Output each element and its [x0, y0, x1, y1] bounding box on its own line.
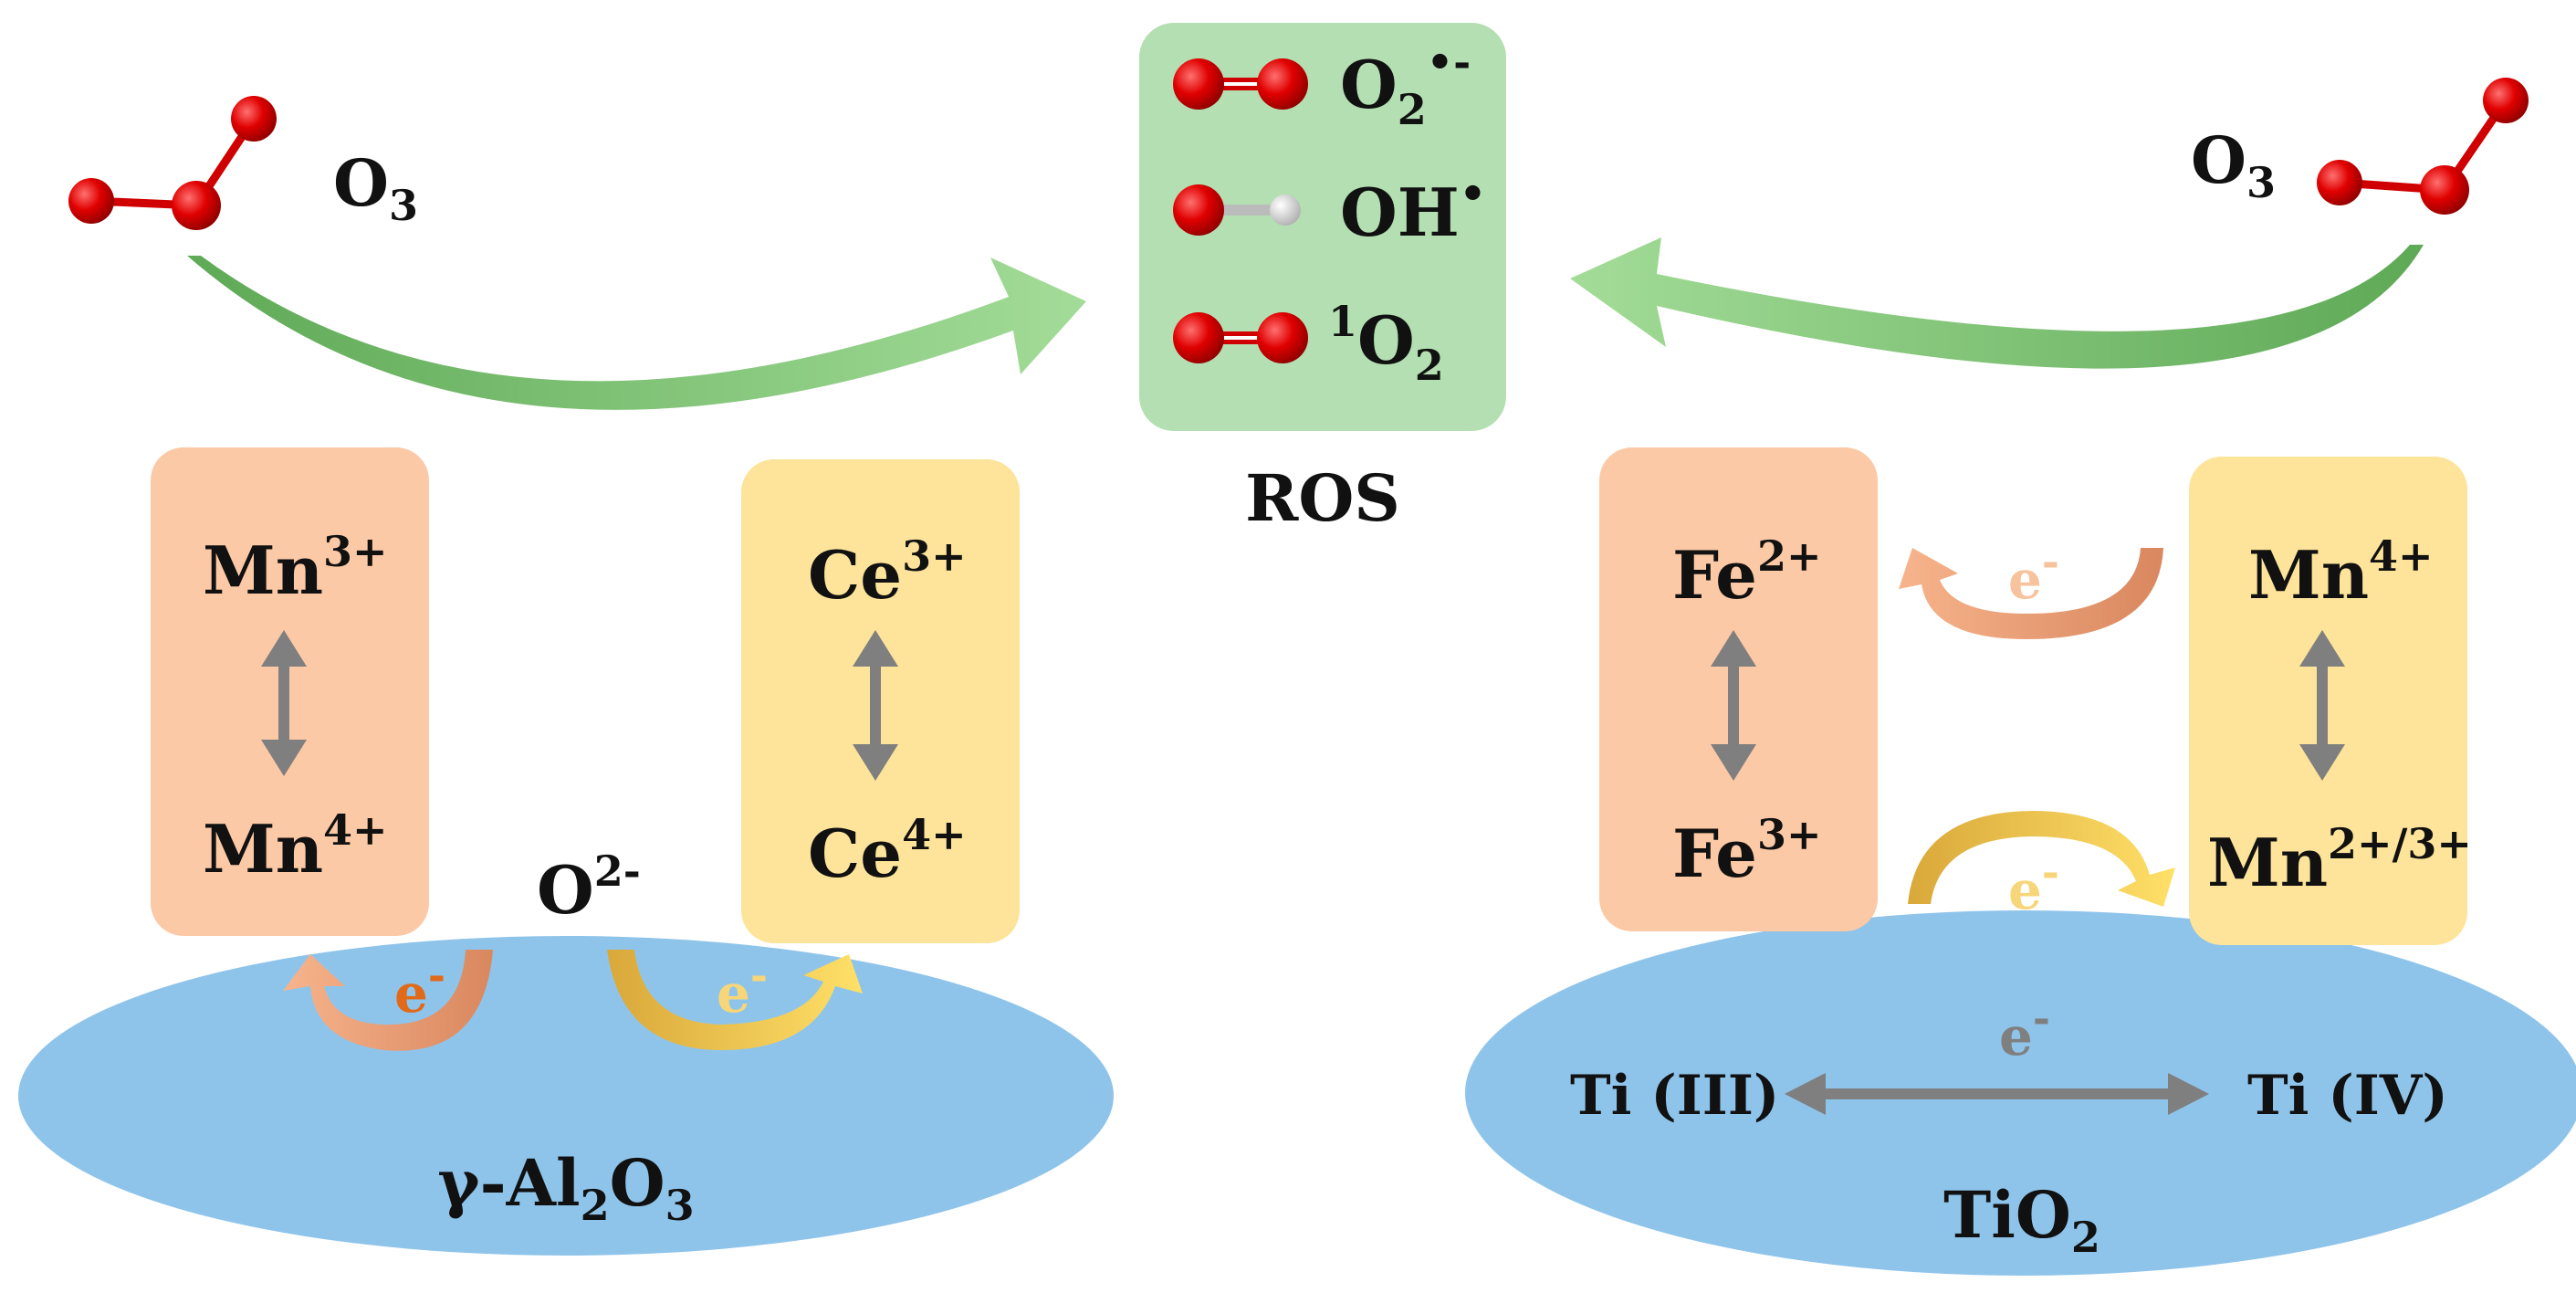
ti3-label: Ti (III): [1570, 1064, 1779, 1128]
singlet-oxygen-molecule-icon: [1173, 312, 1308, 363]
ce4-label-left: Ce4+: [808, 810, 967, 892]
electron-arrow-right-orange: [1899, 548, 2163, 639]
gamma-alumina-support: [18, 936, 1114, 1256]
green-arrow-left: [187, 256, 1086, 410]
fe2-label-right: Fe2+: [1672, 531, 1822, 614]
ce-left-redox-double-arrow: [853, 630, 898, 781]
electron-arrow-right-yellow: [1908, 811, 2175, 907]
electron-label-left-orange: e-: [394, 951, 445, 1025]
ros-box: [1139, 23, 1506, 431]
fe-right-redox-double-arrow: [1711, 630, 1756, 781]
green-arrow-right: [1570, 237, 2424, 369]
ozone-molecule-left-icon: [68, 96, 277, 230]
ozone-molecule-right-icon: [2317, 78, 2529, 215]
mn-box-right: [2189, 457, 2467, 945]
electron-label-left-yellow: e-: [717, 951, 768, 1025]
ti-redox-double-arrow: [1785, 1073, 2209, 1115]
mn-box-left: [151, 447, 429, 936]
ozone-label-left: O3: [333, 145, 418, 230]
mn23-label-right: Mn2+/3+: [2207, 819, 2472, 901]
hydroxyl-molecule-icon: [1173, 184, 1301, 236]
ozone-label-right: O3: [2191, 122, 2276, 207]
mn-left-redox-double-arrow: [261, 630, 307, 776]
mn4-label-right: Mn4+: [2248, 531, 2434, 614]
fe3-label-right: Fe3+: [1672, 810, 1822, 892]
electron-label-right-orange: e-: [2008, 537, 2059, 611]
electron-arrow-left-orange: [283, 950, 493, 1051]
electron-arrow-left-yellow: [607, 950, 863, 1050]
mn3-label-left: Mn3+: [203, 527, 388, 609]
titania-label: TiO2: [1943, 1177, 2100, 1262]
electron-label-right-yellow: e-: [2008, 847, 2059, 921]
ros-species-hydroxyl: OH•: [1340, 169, 1486, 251]
ros-species-superoxide: O2•-: [1340, 37, 1471, 134]
ti4-label: Ti (IV): [2247, 1064, 2448, 1128]
ros-title: ROS: [1245, 460, 1400, 536]
superoxide-molecule-icon: [1173, 58, 1308, 110]
ce3-label-left: Ce3+: [808, 531, 967, 614]
ti-electron-label: e-: [1999, 993, 2050, 1067]
mn-right-redox-double-arrow: [2299, 630, 2345, 781]
gamma-alumina-label: γ-Al2O3: [437, 1145, 694, 1230]
oxygen-vacancy-label: O2-: [537, 846, 641, 929]
mn4-label-left: Mn4+: [203, 805, 388, 888]
ros-species-singlet-oxygen: 1O2: [1328, 297, 1444, 390]
